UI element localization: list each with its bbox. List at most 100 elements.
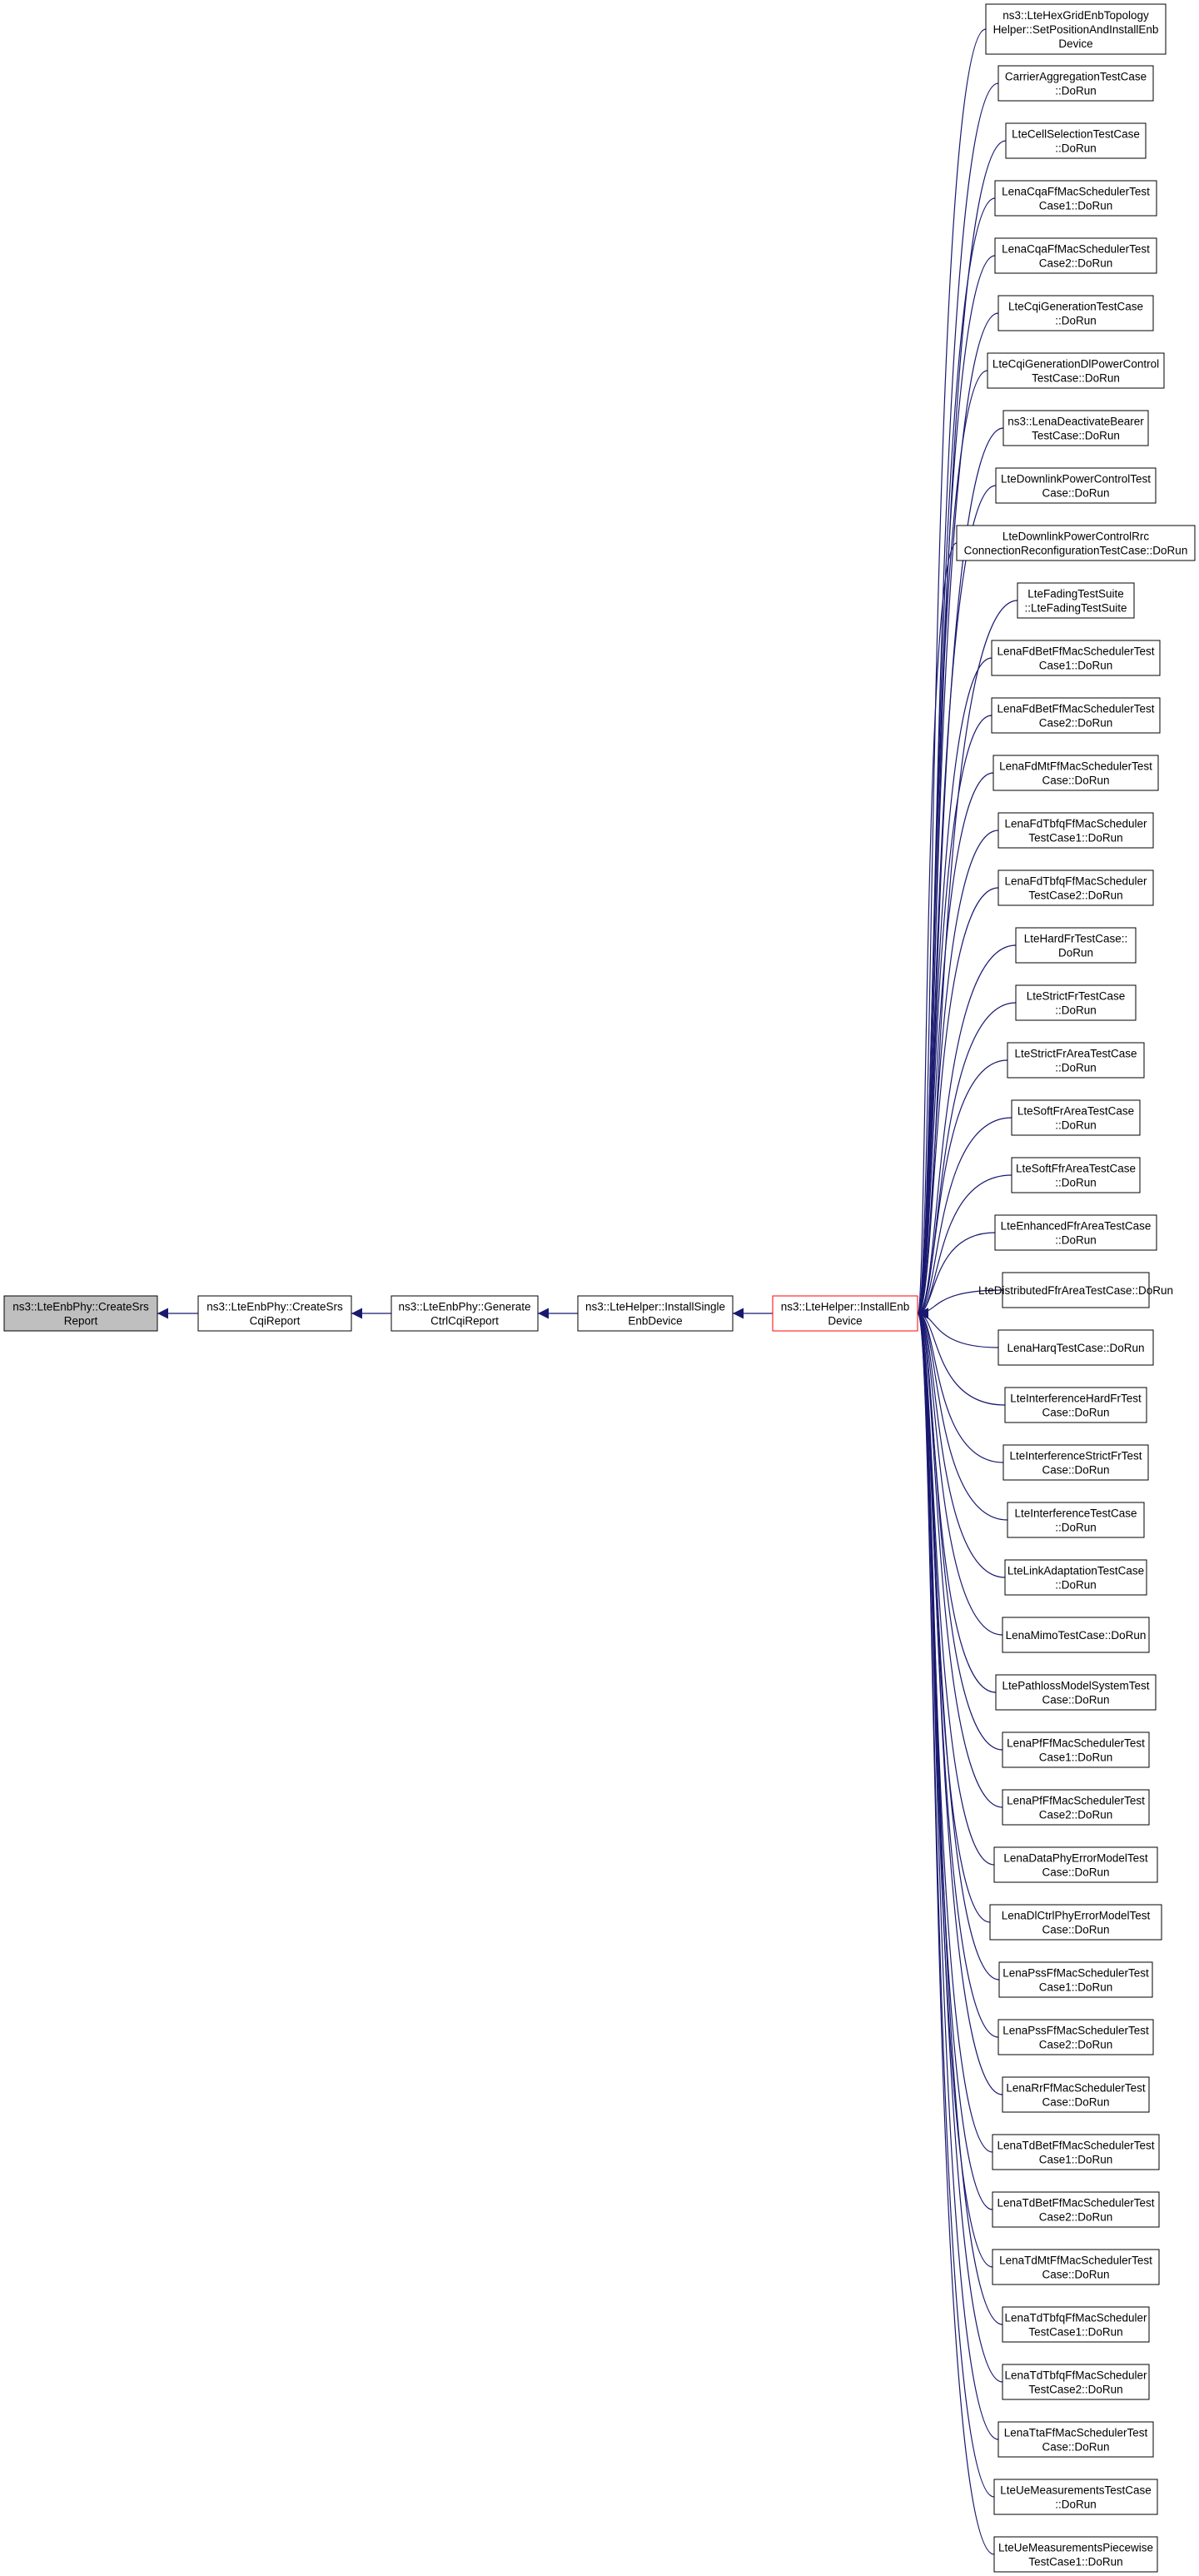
call-edges xyxy=(157,28,1018,2555)
function-node[interactable]: LteFadingTestSuite::LteFadingTestSuite xyxy=(1017,582,1135,619)
call-edge xyxy=(917,1308,1000,1981)
function-node[interactable]: LteInterferenceTestCase::DoRun xyxy=(1007,1502,1145,1538)
node-label: ConnectionReconfigurationTestCase::DoRun xyxy=(964,544,1188,556)
node-label: ::DoRun xyxy=(1055,1119,1097,1131)
function-node[interactable]: LteUeMeasurementsPiecewiseTestCase1::DoR… xyxy=(993,2536,1158,2573)
node-label: LteDownlinkPowerControlTest xyxy=(1001,472,1151,485)
function-node[interactable]: CarrierAggregationTestCase::DoRun xyxy=(998,65,1154,102)
function-node[interactable]: LteEnhancedFfrAreaTestCase::DoRun xyxy=(994,1214,1157,1251)
node-label: LenaRrFfMacSchedulerTest xyxy=(1006,2081,1146,2094)
node-label: TestCase1::DoRun xyxy=(1028,2555,1122,2568)
function-node[interactable]: LteHardFrTestCase::DoRun xyxy=(1015,927,1137,964)
node-label: LenaTdTbfqFfMacScheduler xyxy=(1004,2369,1147,2381)
node-label: LteHardFrTestCase:: xyxy=(1024,932,1128,944)
node-label: LteCqiGenerationTestCase xyxy=(1008,300,1143,312)
node-label: LteInterferenceTestCase xyxy=(1014,1507,1137,1519)
node-box xyxy=(1015,927,1137,964)
function-node[interactable]: LenaMimoTestCase::DoRun xyxy=(1002,1617,1150,1653)
node-label: Device xyxy=(828,1314,862,1327)
node-label: LenaCqaFfMacSchedulerTest xyxy=(1002,185,1150,197)
function-node[interactable]: LteStrictFrAreaTestCase::DoRun xyxy=(1007,1042,1145,1079)
function-node[interactable]: LteUeMeasurementsTestCase::DoRun xyxy=(993,2479,1158,2515)
node-label: Case::DoRun xyxy=(1042,1923,1109,1936)
function-node[interactable]: LteStrictFrTestCase::DoRun xyxy=(1015,984,1137,1021)
node-box xyxy=(989,1904,1162,1941)
function-node[interactable]: LteSoftFrAreaTestCase::DoRun xyxy=(1011,1099,1141,1136)
node-box xyxy=(994,180,1157,217)
node-label: LteCqiGenerationDlPowerControl xyxy=(993,357,1159,370)
function-node[interactable]: ns3::LteHexGridEnbTopologyHelper::SetPos… xyxy=(985,3,1167,55)
node-label: ::LteFadingTestSuite xyxy=(1024,601,1127,614)
node-box xyxy=(577,1295,734,1332)
node-label: DoRun xyxy=(1058,946,1093,959)
function-node[interactable]: LteCqiGenerationTestCase::DoRun xyxy=(998,295,1154,331)
node-label: LteInterferenceStrictFrTest xyxy=(1009,1449,1142,1462)
node-label: Case::DoRun xyxy=(1042,1693,1109,1706)
call-edge xyxy=(917,28,987,1318)
node-label: Case1::DoRun xyxy=(1039,2153,1113,2165)
node-label: TestCase2::DoRun xyxy=(1028,889,1122,901)
function-node[interactable]: LteLinkAdaptationTestCase::DoRun xyxy=(1004,1559,1147,1596)
node-label: Helper::SetPositionAndInstallEnb xyxy=(993,23,1159,36)
node-label: ::DoRun xyxy=(1055,314,1097,326)
node-label: Case1::DoRun xyxy=(1039,199,1113,212)
function-node[interactable]: LteSoftFfrAreaTestCase::DoRun xyxy=(1011,1157,1141,1193)
call-edge xyxy=(917,1308,1004,1463)
function-node[interactable]: LteCqiGenerationDlPowerControlTestCase::… xyxy=(987,352,1165,389)
call-edge xyxy=(917,1308,1006,1578)
node-box xyxy=(998,869,1154,906)
call-edge xyxy=(917,370,988,1318)
call-edge xyxy=(917,1308,995,1866)
call-edge xyxy=(917,1308,1008,1521)
function-node[interactable]: LteCellSelectionTestCase::DoRun xyxy=(1005,122,1147,159)
node-label: Case2::DoRun xyxy=(1039,257,1113,269)
node-label: LteFadingTestSuite xyxy=(1027,587,1124,600)
node-label: LteSoftFfrAreaTestCase xyxy=(1016,1162,1136,1174)
node-label: LteStrictFrAreaTestCase xyxy=(1014,1047,1137,1059)
node-label: CarrierAggregationTestCase xyxy=(1005,70,1147,82)
function-node[interactable]: LteDistributedFfrAreaTestCase::DoRun xyxy=(978,1272,1173,1308)
node-label: TestCase1::DoRun xyxy=(1028,2325,1122,2338)
node-label: LenaPfFfMacSchedulerTest xyxy=(1007,1736,1145,1749)
node-label: LenaHarqTestCase::DoRun xyxy=(1007,1342,1144,1354)
node-label: ::DoRun xyxy=(1055,142,1097,154)
function-node[interactable]: LteDownlinkPowerControlRrcConnectionReco… xyxy=(956,525,1196,561)
node-box xyxy=(991,697,1161,734)
node-label: LenaTdBetFfMacSchedulerTest xyxy=(997,2139,1154,2151)
function-node[interactable]: LenaHarqTestCase::DoRun xyxy=(998,1329,1154,1366)
node-box xyxy=(1004,1387,1147,1423)
call-edge xyxy=(917,1117,1012,1319)
node-label: Report xyxy=(64,1314,98,1327)
